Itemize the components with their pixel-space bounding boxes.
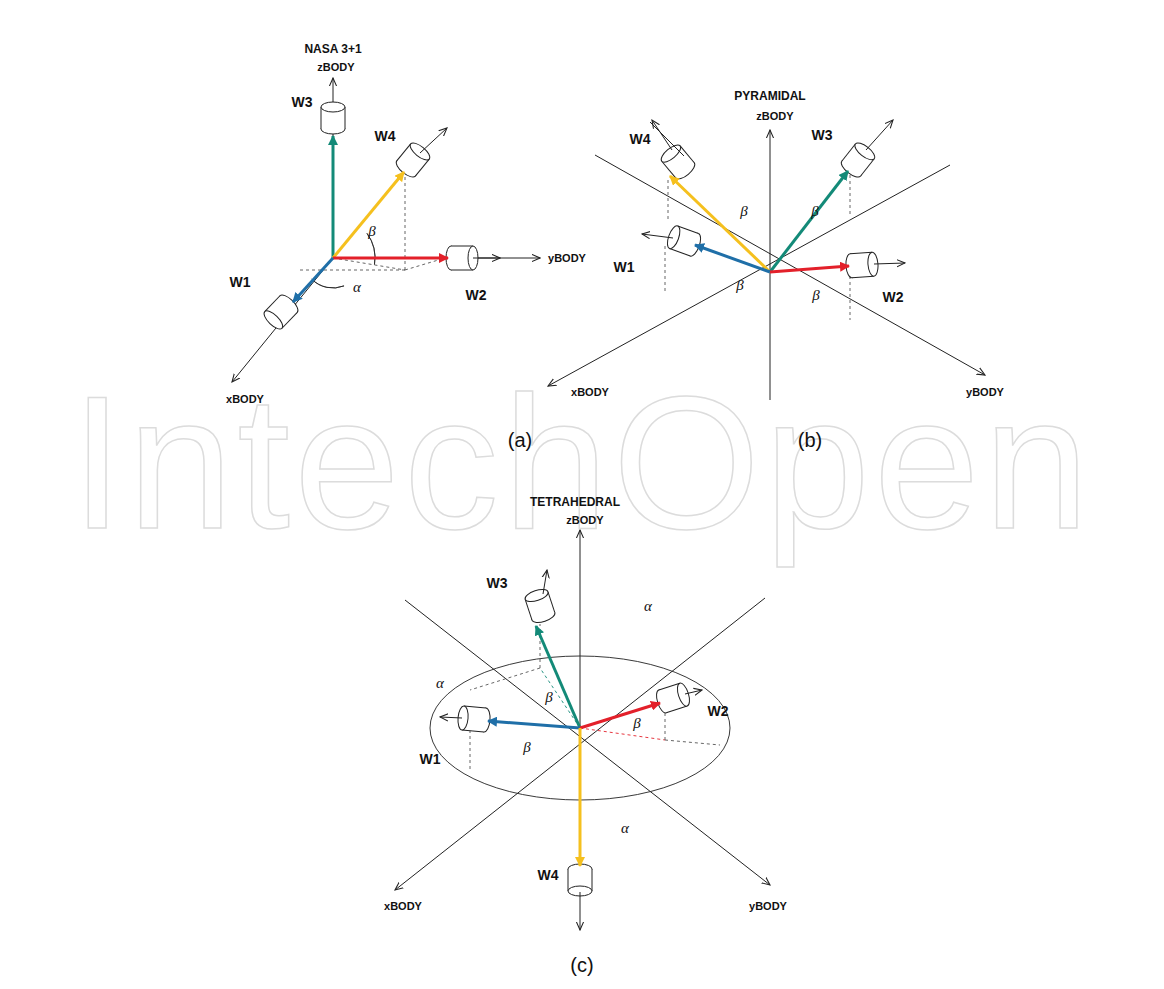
reaction-wheel xyxy=(659,142,698,182)
axis-label: xBODY xyxy=(384,900,422,912)
wheel-label: W1 xyxy=(614,260,635,275)
axis-line xyxy=(642,234,673,238)
projection-line xyxy=(470,668,540,690)
wheel-axis-vector xyxy=(293,258,333,302)
angle-label: β xyxy=(368,223,375,240)
projection-line xyxy=(665,712,666,740)
wheel-label: W1 xyxy=(230,275,251,290)
projection-line xyxy=(665,740,720,745)
wheel-axis-vector xyxy=(770,266,849,272)
axis-label: zBODY xyxy=(566,514,603,526)
angle-label: β xyxy=(633,715,640,732)
reaction-wheel xyxy=(568,864,592,896)
axis-line xyxy=(420,128,447,153)
axis-label: zBODY xyxy=(756,110,793,122)
axis-line xyxy=(652,120,672,150)
wheel-axis-vector xyxy=(695,245,770,272)
wheel-axis-vector xyxy=(770,171,848,272)
projection-line xyxy=(333,258,405,270)
panel-letter: (b) xyxy=(798,429,822,451)
projection-line xyxy=(665,246,666,292)
axis-line xyxy=(650,122,684,156)
axis-label: zBODY xyxy=(317,61,354,73)
axis-line xyxy=(333,258,540,259)
projection-line xyxy=(668,180,669,222)
axis-line xyxy=(580,892,581,930)
projection-line xyxy=(540,668,580,728)
wheel-axis-vector xyxy=(670,176,770,272)
configuration-title: TETRAHEDRAL xyxy=(530,496,620,509)
reaction-wheel xyxy=(321,102,345,134)
reaction-wheel xyxy=(654,682,692,715)
reaction-wheel xyxy=(845,252,879,278)
angle-label: β xyxy=(523,739,530,756)
wheel-label: W1 xyxy=(420,752,441,767)
wheel-label: W2 xyxy=(883,290,904,305)
wheel-axis-vector xyxy=(332,136,335,258)
projection-line xyxy=(405,170,406,270)
angle-label: β xyxy=(811,203,818,220)
projection-line xyxy=(850,175,851,214)
projection-line xyxy=(580,728,665,740)
wheel-label: W2 xyxy=(708,704,729,719)
angle-label: β xyxy=(812,287,819,304)
axis-line xyxy=(548,165,950,386)
wheel-label: W3 xyxy=(812,128,833,143)
axis-line xyxy=(866,120,893,150)
projection-line xyxy=(405,258,445,270)
wheel-label: W3 xyxy=(292,95,313,110)
wheel-label: W4 xyxy=(630,132,651,147)
panel-letter: (a) xyxy=(508,429,532,451)
panel-letter: (c) xyxy=(570,954,593,976)
angle-label: β xyxy=(740,203,747,220)
axis-line xyxy=(685,690,702,694)
angle-label: α xyxy=(353,279,361,296)
projection-line xyxy=(540,624,541,668)
wheel-label: W4 xyxy=(538,868,559,883)
angle-arc xyxy=(312,279,344,288)
wheel-label: W4 xyxy=(375,129,396,144)
angle-label: α xyxy=(436,675,444,692)
reaction-wheel xyxy=(665,224,703,257)
wheel-axis-vector xyxy=(488,721,580,728)
wheel-axis-vector xyxy=(333,172,404,258)
wheel-axis-vector xyxy=(579,728,582,866)
projection-line xyxy=(298,270,405,271)
wheel-axis-vector xyxy=(536,626,580,728)
axis-line xyxy=(440,717,462,718)
axis-label: xBODY xyxy=(226,393,264,405)
axis-label: yBODY xyxy=(548,252,586,264)
axis-line xyxy=(395,598,765,890)
axis-label: yBODY xyxy=(966,386,1004,398)
angle-label: β xyxy=(736,277,743,294)
axis-label: xBODY xyxy=(571,386,609,398)
axis-line xyxy=(473,258,500,259)
wheel-axis-vector xyxy=(580,703,660,728)
reaction-wheel xyxy=(524,587,557,625)
axis-line xyxy=(595,155,985,375)
reaction-wheel xyxy=(457,706,491,733)
wheel-label: W2 xyxy=(466,288,487,303)
axis-line xyxy=(543,570,547,594)
axis-line xyxy=(405,600,770,885)
axis-label: yBODY xyxy=(749,900,787,912)
reaction-wheel xyxy=(394,140,433,180)
wheel-axis-vector xyxy=(333,257,448,260)
configuration-title: PYRAMIDAL xyxy=(734,90,805,103)
configuration-title: NASA 3+1 xyxy=(304,43,361,56)
angle-label: α xyxy=(644,598,652,615)
axis-line xyxy=(874,263,905,264)
angle-label: α xyxy=(621,820,629,837)
wheel-label: W3 xyxy=(487,576,508,591)
angle-label: β xyxy=(545,689,552,706)
